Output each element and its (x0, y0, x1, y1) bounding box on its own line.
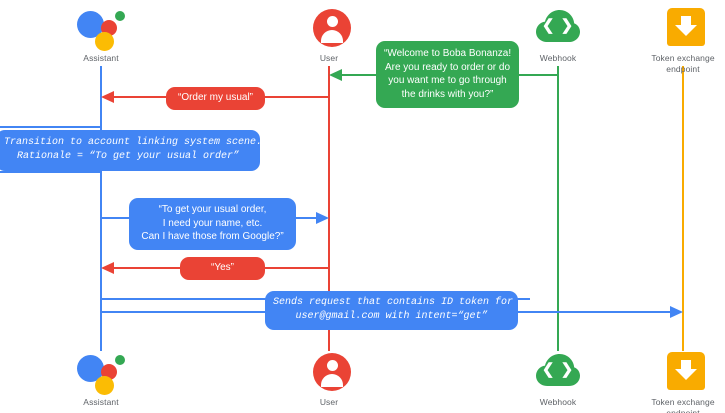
actor-assistant-top: Assistant (41, 6, 161, 64)
download-endpoint-icon (659, 350, 707, 394)
actor-user-top: User (269, 6, 389, 64)
cloud-shape (536, 8, 580, 49)
bubble-line: user@gmail.com with intent=“get” (295, 311, 488, 322)
actor-endpoint-top: Token exchange endpoint (623, 6, 725, 75)
user-avatar-icon (305, 350, 353, 394)
bubble-line: Sends request that contains ID token for (273, 297, 514, 308)
bubble-line: Are you ready to order or do (384, 61, 511, 73)
message-line-transition-top (0, 126, 101, 128)
arrow-head-order-my-usual (101, 91, 114, 103)
actor-label-endpoint-line2: endpoint (666, 408, 700, 413)
bubble-line: I need your name, etc. (162, 217, 263, 229)
bubble-line: Can I have those from Google?” (141, 231, 284, 242)
arrow-head-sends-request (670, 306, 683, 318)
google-assistant-icon (77, 350, 125, 395)
endpoint-base-shape (672, 383, 700, 386)
arrow-head-welcome (329, 69, 342, 81)
endpoint-arrow-stem (681, 360, 691, 370)
actor-webhook-top: ❮ ❯ Webhook (498, 6, 618, 64)
message-bubble-yes: “Yes” (180, 257, 265, 280)
bubble-line: you want me to go through (388, 75, 507, 86)
actor-assistant-bottom: Assistant (41, 350, 161, 408)
lifeline-endpoint (682, 66, 684, 351)
bubble-line: Rationale = “To get your usual order” (16, 151, 240, 162)
code-brackets-glyph: ❮ ❯ (541, 17, 575, 34)
bubble-line: “To get your usual order, (158, 204, 267, 215)
endpoint-arrow-stem (681, 16, 691, 26)
bubble-line: “Welcome to Boba Bonanza! (384, 48, 512, 59)
assistant-dot-green (115, 355, 125, 365)
actor-endpoint-bottom: Token exchange endpoint (623, 350, 725, 413)
code-brackets-glyph: ❮ ❯ (541, 361, 575, 378)
actor-label-assistant: Assistant (83, 53, 119, 63)
download-endpoint-icon (659, 6, 707, 50)
user-body-shape (321, 30, 343, 43)
cloud-shape (536, 352, 580, 393)
message-bubble-sends-request: Sends request that contains ID token for… (265, 291, 518, 330)
message-bubble-welcome: “Welcome to Boba Bonanza! Are you ready … (376, 41, 519, 108)
actor-label-user: User (319, 53, 339, 63)
actor-label-endpoint-line2: endpoint (666, 64, 700, 74)
google-assistant-icon (77, 6, 125, 51)
arrow-head-ask-for-name (316, 212, 329, 224)
message-line-transition-bottom (0, 171, 101, 173)
user-head-shape (326, 16, 338, 27)
message-bubble-ask-for-name: “To get your usual order, I need your na… (129, 198, 296, 250)
actor-label-webhook: Webhook (539, 397, 577, 407)
user-head-shape (326, 360, 338, 371)
message-bubble-transition-note: Transition to account linking system sce… (0, 130, 263, 171)
assistant-dot-yellow (95, 376, 114, 395)
actor-label-endpoint-line1: Token exchange (651, 53, 715, 63)
assistant-dot-yellow (95, 32, 114, 51)
arrow-head-yes (101, 262, 114, 274)
user-body-shape (321, 374, 343, 387)
lifeline-user (328, 66, 330, 351)
bubble-line: “Yes” (211, 262, 234, 273)
endpoint-arrow-head (675, 25, 697, 36)
endpoint-arrow-head (675, 369, 697, 380)
lifeline-webhook (557, 66, 559, 351)
actor-label-assistant: Assistant (83, 397, 119, 407)
endpoint-base-shape (672, 39, 700, 42)
assistant-dot-green (115, 11, 125, 21)
lifeline-assistant (100, 66, 102, 351)
actor-user-bottom: User (269, 350, 389, 408)
bubble-line: the drinks with you?” (401, 88, 494, 100)
cloud-code-icon: ❮ ❯ (534, 6, 582, 50)
actor-label-user: User (319, 397, 339, 407)
cloud-code-icon: ❮ ❯ (534, 350, 582, 394)
user-avatar-icon (305, 6, 353, 50)
actor-label-webhook: Webhook (539, 53, 577, 63)
message-bubble-order-my-usual: “Order my usual” (166, 87, 265, 110)
bubble-line: “Order my usual” (177, 92, 253, 103)
actor-label-endpoint-line1: Token exchange (651, 397, 715, 407)
bubble-line: Transition to account linking system sce… (4, 137, 263, 148)
actor-webhook-bottom: ❮ ❯ Webhook (498, 350, 618, 408)
